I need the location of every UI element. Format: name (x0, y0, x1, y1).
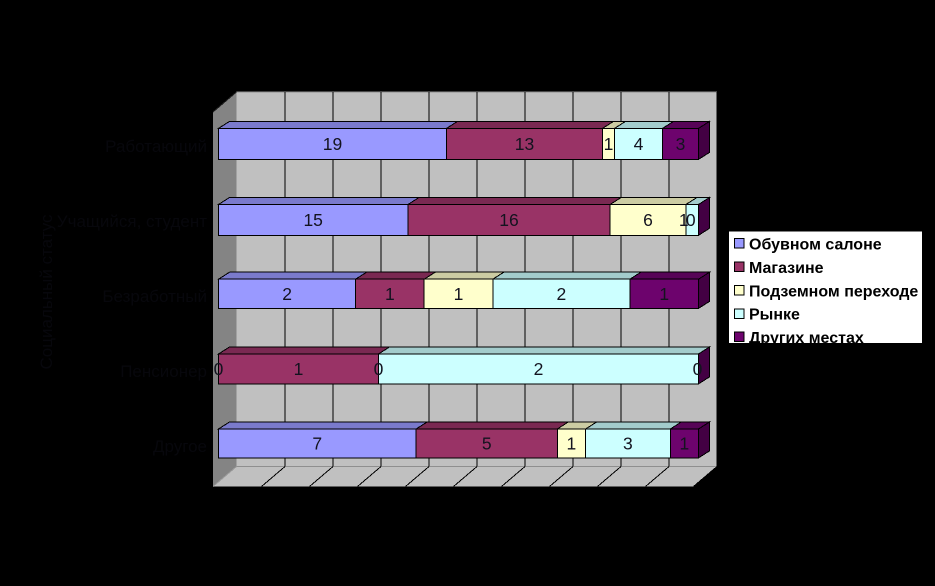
svg-text:Магазине: Магазине (749, 260, 824, 277)
svg-text:13: 13 (515, 134, 534, 154)
svg-text:1: 1 (385, 284, 395, 304)
svg-text:1: 1 (567, 434, 577, 454)
svg-text:3: 3 (676, 134, 686, 154)
svg-text:Безработный: Безработный (102, 287, 207, 306)
svg-text:19: 19 (323, 134, 342, 154)
svg-text:Других местах: Других местах (749, 330, 864, 347)
svg-text:1: 1 (680, 434, 690, 454)
svg-text:Пенсионер: Пенсионер (120, 362, 207, 381)
svg-text:2: 2 (534, 359, 544, 379)
svg-text:7: 7 (312, 434, 322, 454)
svg-text:1: 1 (294, 359, 304, 379)
svg-text:1: 1 (679, 210, 689, 230)
svg-text:Обувном салоне: Обувном салоне (749, 237, 882, 254)
svg-text:15: 15 (303, 210, 322, 230)
svg-text:6: 6 (643, 210, 653, 230)
svg-text:Учащийся, студент: Учащийся, студент (57, 212, 207, 231)
svg-text:1: 1 (454, 284, 464, 304)
svg-text:Другое: Другое (153, 437, 207, 456)
svg-text:2: 2 (282, 284, 292, 304)
svg-text:1: 1 (659, 284, 669, 304)
svg-text:Подземном переходе: Подземном переходе (749, 283, 918, 300)
svg-text:0: 0 (693, 359, 703, 379)
svg-text:0: 0 (214, 359, 224, 379)
svg-text:0: 0 (374, 359, 384, 379)
svg-text:Работающий: Работающий (105, 137, 207, 156)
svg-text:3: 3 (623, 434, 633, 454)
svg-text:1: 1 (604, 134, 614, 154)
svg-text:Рынке: Рынке (749, 307, 800, 324)
svg-text:16: 16 (499, 210, 518, 230)
svg-text:5: 5 (482, 434, 492, 454)
svg-text:4: 4 (634, 134, 644, 154)
svg-text:0: 0 (686, 210, 696, 230)
svg-text:Социальный статус: Социальный статус (37, 214, 56, 369)
svg-text:2: 2 (557, 284, 567, 304)
